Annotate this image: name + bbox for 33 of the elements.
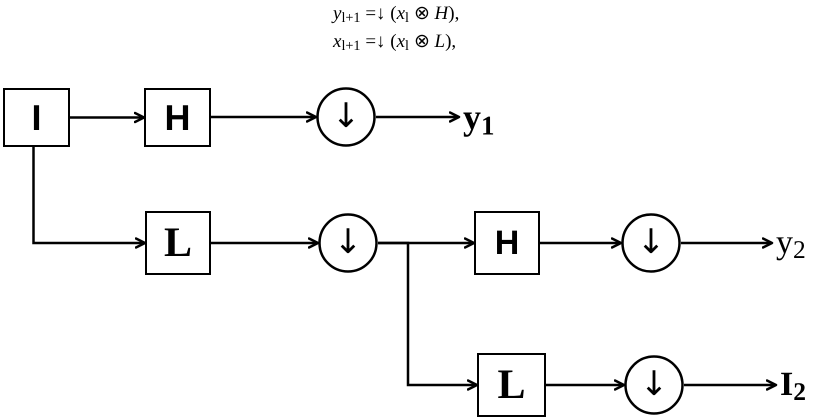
- box-label: H: [494, 226, 520, 260]
- box-label: L: [497, 364, 526, 406]
- downsample-circle: [318, 213, 378, 273]
- downsample-circle: [621, 213, 681, 273]
- arrow: [540, 237, 622, 249]
- downsample-symbol: ↓: [334, 225, 362, 259]
- arrow: [211, 111, 318, 123]
- equation: y$_{l+1}$ =↓ (x$_{l}$ ⊗ H),: [333, 3, 460, 26]
- process-box: [145, 211, 211, 275]
- process-box: [477, 353, 546, 417]
- output-label: y$_{1}$: [463, 99, 494, 135]
- downsample-symbol: ↓: [332, 99, 360, 133]
- arrow: [32, 147, 146, 249]
- box-label: I: [31, 100, 42, 136]
- equation: x$_{l+1}$ =↓ (x$_{l}$ ⊗ L),: [333, 31, 456, 54]
- arrow: [681, 237, 774, 249]
- process-box: [144, 88, 211, 147]
- downsample-symbol: ↓: [636, 225, 666, 259]
- arrow: [70, 112, 146, 124]
- downsample-symbol: ↓: [640, 367, 668, 401]
- arrow: [546, 379, 626, 391]
- downsample-circle: [624, 355, 684, 415]
- box-label: L: [164, 222, 192, 264]
- arrow: [378, 242, 478, 391]
- arrow: [376, 111, 460, 123]
- downsample-circle: [316, 87, 376, 147]
- arrow: [211, 237, 320, 249]
- arrow: [684, 379, 778, 391]
- process-box: [3, 88, 70, 147]
- process-box: [474, 211, 540, 275]
- box-label: H: [164, 100, 190, 136]
- output-label: I$_{2}$: [780, 368, 806, 402]
- output-label: y$_{2}$: [776, 226, 806, 260]
